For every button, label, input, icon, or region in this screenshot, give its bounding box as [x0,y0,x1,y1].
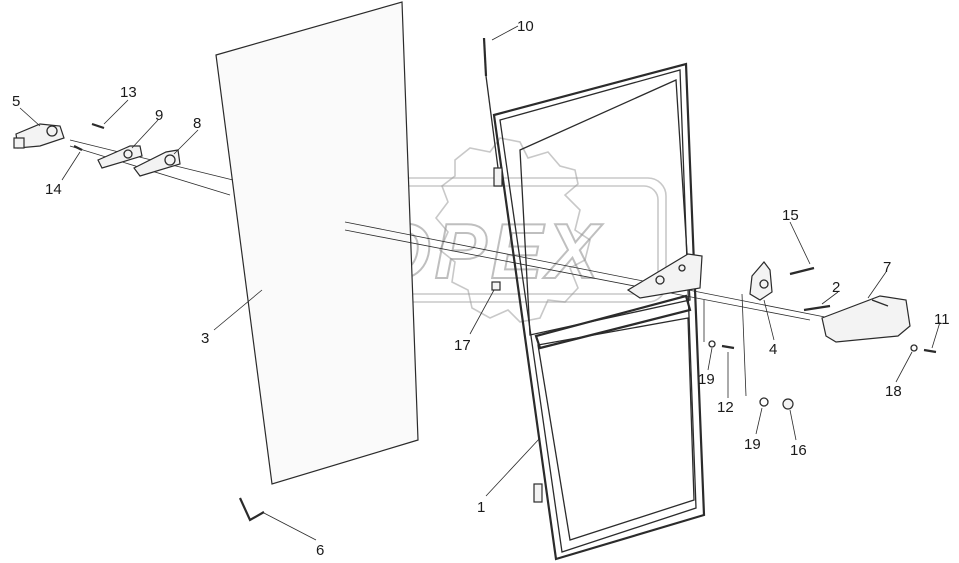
part-16-nut [782,398,794,410]
callout-11: 11 [934,311,950,328]
part-15-bolt [789,266,815,276]
fastener-guide-lines [703,293,747,397]
callout-8: 8 [193,115,201,132]
part-13-screw [91,122,105,130]
part-17-nut [491,281,501,291]
part-6-allen-key [238,497,265,522]
part-3-glass-panel [215,1,419,485]
callout-4: 4 [769,341,777,358]
part-12-screw [721,344,735,350]
leader-lines [19,25,941,541]
part-1-door-frame [492,62,706,561]
callout-16: 16 [790,442,807,459]
part-5-hinge-block [13,123,65,149]
callout-6: 6 [316,542,324,559]
part-9-bracket [97,145,143,169]
part-7-cover [821,295,911,343]
part-19b-washer [759,397,769,407]
callout-9: 9 [155,107,163,124]
part-19a-washer [708,340,716,348]
callout-14: 14 [45,181,62,198]
callout-17: 17 [454,337,471,354]
callout-2: 2 [832,279,840,296]
callout-labels: 1 2 3 4 5 6 7 8 9 10 11 12 13 14 15 16 1… [12,18,950,559]
part-4-latch [749,261,773,301]
callout-18: 18 [885,383,902,400]
watermark-gear [434,137,591,323]
callout-19a: 19 [698,371,715,388]
part-18-washer [910,344,918,352]
callout-13: 13 [120,84,137,101]
part-2-bolt [803,304,831,312]
callout-5: 5 [12,93,20,110]
part-10-rod [482,37,499,169]
part-14-pin [73,145,83,151]
callout-10: 10 [517,18,534,35]
part-8-bracket [133,149,181,177]
callout-15: 15 [782,207,799,224]
part-11-screw [923,348,937,354]
assembly-axis [69,139,831,321]
callout-19b: 19 [744,436,761,453]
callout-1: 1 [477,499,485,516]
callout-12: 12 [717,399,734,416]
callout-7: 7 [883,259,891,276]
callout-3: 3 [201,330,209,347]
